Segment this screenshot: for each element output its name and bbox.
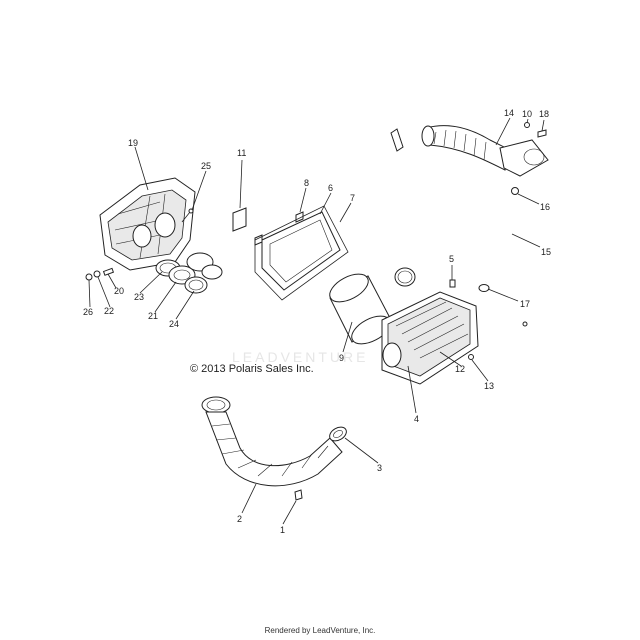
part-6-cover — [261, 211, 341, 291]
callout-24: 24 — [169, 319, 179, 329]
callout-3: 3 — [377, 463, 382, 473]
leader-lines — [88, 117, 545, 525]
part-7-seal — [254, 205, 349, 301]
part-18-fastener — [537, 129, 547, 138]
callout-19: 19 — [128, 138, 138, 148]
part-14-intake-tube — [421, 125, 549, 177]
callout-12: 12 — [455, 364, 465, 374]
callout-5: 5 — [449, 254, 454, 264]
part-20-fastener — [102, 267, 115, 276]
callout-26: 26 — [83, 307, 93, 317]
footer-credit: Rendered by LeadVenture, Inc. — [264, 626, 376, 635]
callout-18: 18 — [539, 109, 549, 119]
callout-7: 7 — [350, 193, 355, 203]
callout-25: 25 — [201, 161, 211, 171]
part-19-airbox-base — [99, 177, 196, 271]
copyright-text: © 2013 Polaris Sales Inc. — [190, 363, 314, 375]
part-11-decal — [232, 207, 247, 232]
watermark-text: LEADVENTURE — [232, 349, 368, 365]
part-5-clip — [449, 279, 456, 288]
callout-8: 8 — [304, 178, 309, 188]
part-24-clamp — [184, 264, 223, 294]
part-3-clamp — [329, 426, 347, 442]
callout-14: 14 — [504, 108, 514, 118]
callout-6: 6 — [328, 183, 333, 193]
part-16-clamp — [511, 187, 519, 195]
callout-17: 17 — [520, 299, 530, 309]
callout-15: 15 — [541, 247, 551, 257]
part-9-filter — [329, 273, 391, 345]
callout-21: 21 — [148, 311, 158, 321]
part-25-bolt — [181, 208, 194, 223]
part-10-fastener — [524, 122, 530, 128]
callout-10: 10 — [522, 109, 532, 119]
callout-23: 23 — [134, 292, 144, 302]
callout-11: 11 — [237, 148, 246, 158]
callout-1: 1 — [280, 525, 285, 535]
callout-2: 2 — [237, 514, 242, 524]
callout-22: 22 — [104, 306, 114, 316]
part-2-duct — [201, 396, 343, 487]
callout-9: 9 — [339, 353, 344, 363]
tube-end-cap — [390, 128, 404, 152]
filter-ring — [394, 267, 416, 287]
part-17-clamp — [478, 284, 528, 327]
callout-20: 20 — [114, 286, 124, 296]
callout-4: 4 — [414, 414, 419, 424]
part-26-fastener — [85, 273, 93, 281]
part-15-hose — [484, 195, 519, 283]
part-13-fastener — [468, 354, 474, 360]
callout-13: 13 — [484, 381, 494, 391]
part-1-fastener — [294, 489, 303, 501]
callout-16: 16 — [540, 202, 550, 212]
callout-labels: 1 2 3 4 5 6 7 8 9 10 11 12 13 14 15 16 1… — [83, 108, 551, 535]
part-22-fastener — [93, 270, 101, 278]
